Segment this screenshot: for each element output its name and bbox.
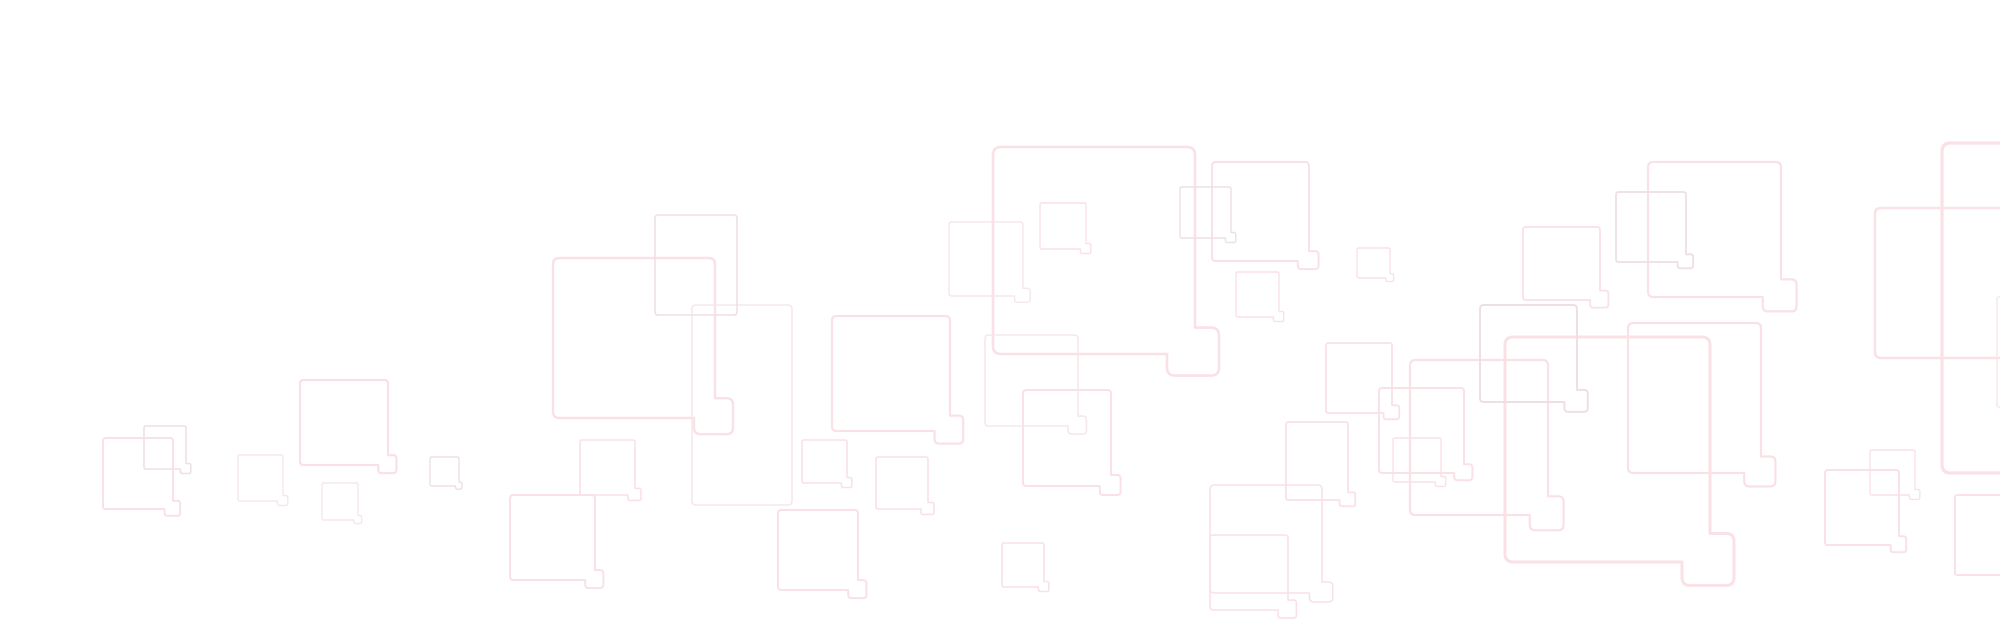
square-tab-outline-icon xyxy=(1869,449,1921,501)
square-tab-outline-icon xyxy=(1356,247,1395,283)
square-tab-outline-icon xyxy=(991,145,1221,377)
square-tab-outline-icon xyxy=(1646,160,1798,313)
square-tab-outline-icon xyxy=(579,439,642,502)
square-tab-outline-icon xyxy=(1626,321,1777,488)
square-tab-outline-icon xyxy=(1940,141,2000,475)
square-tab-outline-icon xyxy=(1285,421,1357,508)
square-tab-outline-icon xyxy=(1479,304,1589,413)
square-tab-outline-icon xyxy=(102,437,182,517)
square-tab-outline-icon xyxy=(429,456,463,490)
square-tab-outline-icon xyxy=(830,314,965,445)
square-tab-outline-icon xyxy=(1408,358,1565,532)
square-tab-outline-icon xyxy=(1001,542,1050,593)
square-tab-outline-icon xyxy=(509,494,605,590)
square-tab-outline-icon xyxy=(551,256,735,436)
square-tab-outline-icon xyxy=(1873,206,2000,360)
square-tab-outline-icon xyxy=(984,334,1088,435)
square-tab-outline-icon xyxy=(875,456,935,516)
square-tab-outline-icon xyxy=(1824,469,1908,554)
square-tab-outline-icon xyxy=(801,439,853,489)
square-tab-outline-icon xyxy=(777,509,868,600)
square-tab-outline-icon xyxy=(298,378,398,475)
square-tab-outline-icon xyxy=(1392,437,1447,488)
square-tab-outline-icon xyxy=(237,454,289,507)
square-tab-outline-icon xyxy=(1996,296,2000,408)
square-tab-outline-icon xyxy=(1615,191,1695,270)
square-tab-outline-icon xyxy=(143,425,192,475)
square-tab-outline-icon xyxy=(1503,335,1736,587)
square-tab-outline-icon xyxy=(948,221,1031,303)
square-tab-outline-icon xyxy=(1954,494,2000,576)
square-tab-outline-icon xyxy=(1209,534,1298,619)
square-tab-outline-icon xyxy=(1209,484,1334,603)
square-tab-outline-icon xyxy=(691,304,793,506)
square-tab-outline-icon xyxy=(1022,389,1122,496)
square-tab-outline-icon xyxy=(1235,271,1285,323)
square-tab-outline-icon xyxy=(1522,226,1610,309)
square-tab-outline-icon xyxy=(1325,342,1401,421)
square-tab-outline-icon xyxy=(321,482,363,525)
square-tab-outline-icon xyxy=(1211,161,1320,271)
square-tab-outline-icon xyxy=(1039,202,1092,255)
square-tab-outline-icon xyxy=(1378,387,1474,482)
square-tab-outline-icon xyxy=(1179,186,1237,244)
square-tab-outline-icon xyxy=(654,214,738,316)
